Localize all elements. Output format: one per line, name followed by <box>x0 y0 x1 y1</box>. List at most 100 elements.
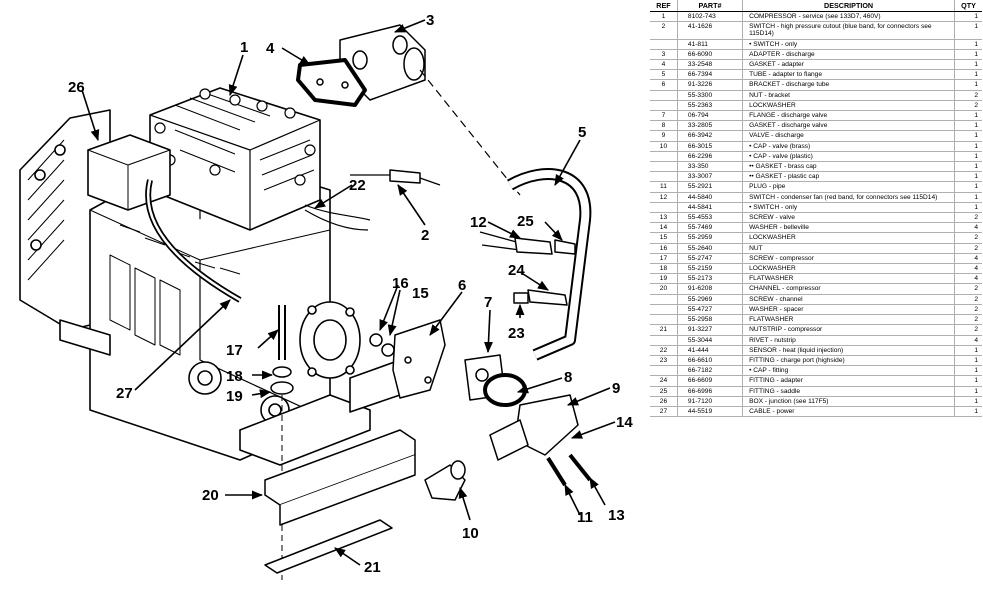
cell-description: • CAP - fitting <box>742 365 956 377</box>
cell-ref: 9 <box>650 130 678 142</box>
cell-description: SCREW - channel <box>742 294 956 305</box>
cell-qty: 4 <box>954 273 982 285</box>
cell-part-number: 55-2969 <box>677 294 744 305</box>
cell-ref: 15 <box>650 232 678 244</box>
cell-part-number: 55-2958 <box>677 314 744 326</box>
cell-description: LOCKWASHER <box>742 232 956 244</box>
cell-part-number: 55-4727 <box>677 304 744 316</box>
callout-11: 11 <box>577 509 593 526</box>
cell-description: LOCKWASHER <box>742 263 956 275</box>
cell-ref <box>650 335 678 346</box>
table-row: 66-2296• CAP - valve (plastic)1 <box>650 151 982 163</box>
cell-ref: 23 <box>650 355 678 367</box>
cell-ref: 11 <box>650 181 678 193</box>
cell-ref: 8 <box>650 120 678 132</box>
cell-ref: 26 <box>650 396 678 407</box>
cell-qty: 1 <box>954 375 982 387</box>
cell-ref <box>650 171 678 183</box>
cell-part-number: 66-3942 <box>677 130 744 142</box>
cell-ref: 24 <box>650 375 678 387</box>
cell-ref <box>650 39 678 50</box>
cell-part-number: 33-350 <box>677 161 744 173</box>
cell-description: WASHER - spacer <box>742 304 956 316</box>
cell-description: GASKET - adapter <box>742 59 956 71</box>
cell-description: SCREW - valve <box>742 212 956 224</box>
cell-description: BOX - junction (see 117F5) <box>742 396 956 407</box>
cell-part-number: 55-2921 <box>677 181 744 193</box>
cell-qty: 1 <box>954 151 982 163</box>
cell-part-number: 66-7182 <box>677 365 744 377</box>
callout-9: 9 <box>612 380 620 397</box>
cell-part-number: 91-3226 <box>677 79 744 91</box>
cell-qty: 1 <box>954 69 982 81</box>
cell-ref: 25 <box>650 386 678 397</box>
cell-qty: 2 <box>954 294 982 305</box>
callout-19: 19 <box>226 388 243 405</box>
cell-part-number: 55-2173 <box>677 273 744 285</box>
cell-description: •• GASKET - brass cap <box>742 161 956 173</box>
cell-part-number: 66-6996 <box>677 386 744 397</box>
cell-ref: 12 <box>650 192 678 203</box>
cell-ref <box>650 365 678 377</box>
callout-8: 8 <box>564 369 572 386</box>
cell-part-number: 8102-743 <box>677 11 744 23</box>
cell-ref <box>650 151 678 163</box>
cell-part-number: 55-4553 <box>677 212 744 224</box>
cell-ref: 27 <box>650 406 678 418</box>
cell-ref <box>650 100 678 112</box>
cell-part-number: 55-2363 <box>677 100 744 112</box>
cell-part-number: 33-2805 <box>677 120 744 132</box>
cell-qty: 2 <box>954 212 982 224</box>
cell-ref: 1 <box>650 11 678 23</box>
cell-description: SCREW - compressor <box>742 253 956 265</box>
cell-qty: 1 <box>954 181 982 193</box>
cell-ref <box>650 90 678 101</box>
cell-ref: 21 <box>650 324 678 336</box>
cell-ref: 16 <box>650 243 678 254</box>
cell-ref: 3 <box>650 49 678 61</box>
table-header-row: REF PART# DESCRIPTION QTY <box>650 0 982 12</box>
cell-part-number: 66-6609 <box>677 375 744 387</box>
cell-part-number: 55-7469 <box>677 222 744 234</box>
callout-23: 23 <box>508 325 525 342</box>
cell-ref: 6 <box>650 79 678 91</box>
callout-24: 24 <box>508 262 525 279</box>
cell-qty: 1 <box>954 130 982 142</box>
callout-5: 5 <box>578 124 586 141</box>
cell-description: COMPRESSOR - service (see 133D7, 460V) <box>742 11 956 23</box>
cell-description: FITTING - charge port (highside) <box>742 355 956 367</box>
callout-7: 7 <box>484 294 492 311</box>
cell-ref: 14 <box>650 222 678 234</box>
cell-part-number: 55-2747 <box>677 253 744 265</box>
cell-part-number: 66-7394 <box>677 69 744 81</box>
cell-part-number: 55-3044 <box>677 335 744 346</box>
cell-part-number: 55-2159 <box>677 263 744 275</box>
callout-17: 17 <box>226 342 243 359</box>
cell-description: FITTING - saddle <box>742 386 956 397</box>
callout-18: 18 <box>226 368 243 385</box>
cell-description: NUT - bracket <box>742 90 956 101</box>
cell-ref: 4 <box>650 59 678 71</box>
cell-part-number: 41-811 <box>677 39 744 50</box>
cell-part-number: 06-794 <box>677 110 744 122</box>
cell-description: NUTSTRIP - compressor <box>742 324 956 336</box>
cell-part-number: 44-5840 <box>677 192 744 203</box>
cell-qty: 2 <box>954 324 982 336</box>
